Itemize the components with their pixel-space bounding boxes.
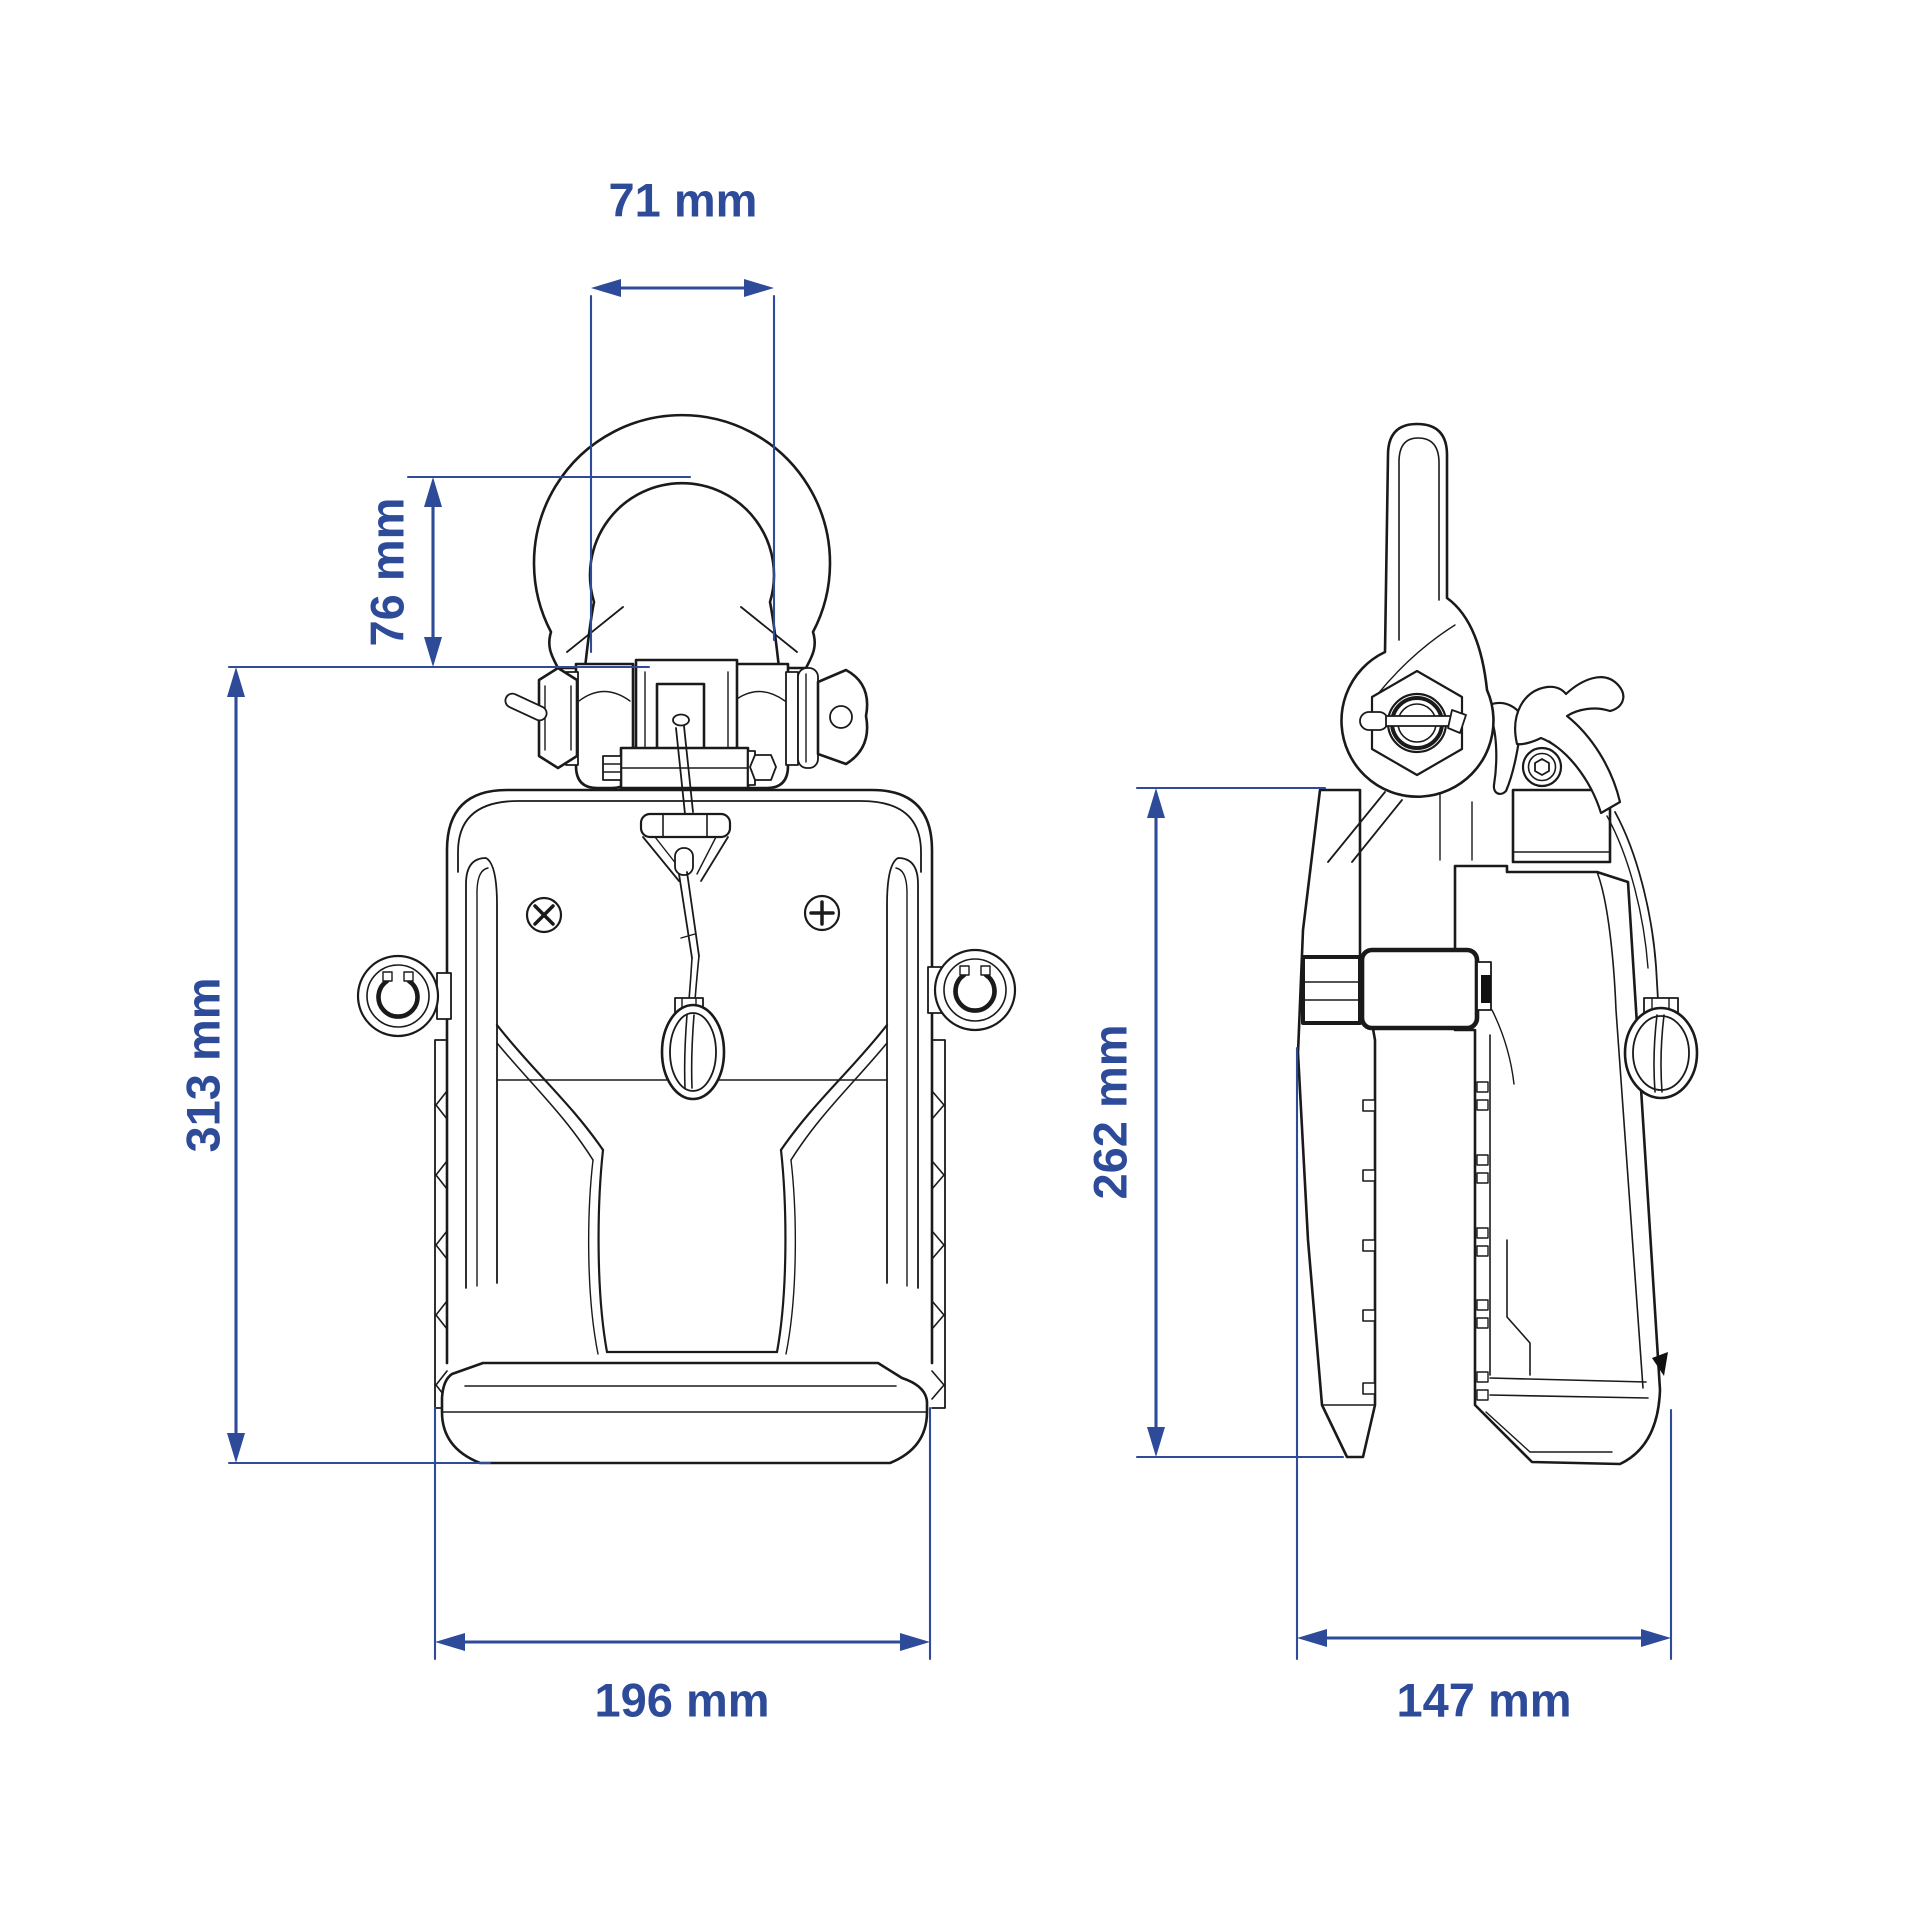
shackle-side [1340,422,1495,798]
dim-label-body-height-side: 262 mm [1084,1024,1137,1199]
lanyard-ring-side [1606,811,1699,1100]
lanyard-ring-front [660,1003,726,1101]
bottom-cap-front [440,1361,929,1465]
device-line-art [356,413,1699,1466]
shackle-pin-assembly [504,658,869,790]
shackle-bow-front [532,413,832,670]
actuator-block-side [1359,947,1480,1031]
dim-label-overall-width-front: 196 mm [594,1674,769,1727]
dim-label-overall-height-front: 313 mm [177,977,230,1152]
side-knob-right [927,948,1017,1032]
side-knob-left [356,954,452,1038]
cotter-pin [504,692,548,722]
extension-lines [227,294,1673,1661]
swivel-clevis [634,658,739,752]
cover-screw-left [525,896,563,934]
dim-label-overall-depth-side: 147 mm [1396,1674,1571,1727]
release-cable-front [639,725,732,1101]
dim-label-shackle-opening-height: 76 mm [361,498,414,647]
serrated-rail-right [931,1039,946,1409]
side-knob-edge [1301,955,1362,1025]
dim-label-shackle-opening-width: 71 mm [609,174,758,227]
dimension-annotations: 71 mm 76 mm 313 mm 196 mm 262 mm 147 mm [177,174,1673,1727]
dimension-lines [234,286,1647,1644]
cover-screw-right [803,894,841,932]
top-housing-side [1511,788,1612,864]
dimension-arrowheads [227,279,1671,1651]
release-lever-side [1487,676,1625,815]
side-view [1296,422,1699,1466]
pin-retainer-tag [816,668,869,766]
main-body-side [1453,864,1668,1466]
serrated-rail-left [434,1039,448,1409]
front-view [356,413,1017,1465]
fixed-jaw-side [1296,788,1377,1459]
